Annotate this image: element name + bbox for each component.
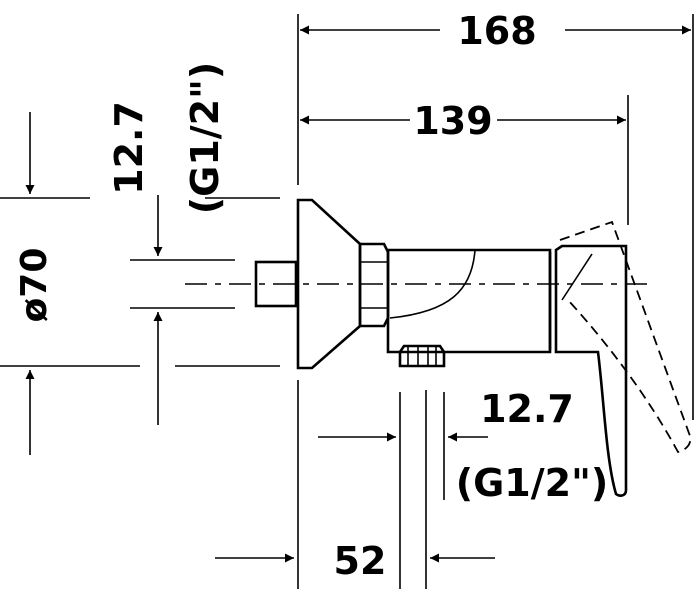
inlet-connector [254,260,298,308]
outlet-thread-dimension: 12.7 (G1/2") [318,387,608,589]
inlet-thread-spec-label: (G1/2") [183,62,227,214]
shower-mixer-side-view [254,198,692,497]
inlet-thread-size-label: 12.7 [107,101,151,195]
lever-handle [554,244,628,497]
dimension-52: 52 [215,380,495,589]
outlet-connector [398,344,446,368]
outlet-offset-label: 52 [334,539,387,583]
dimension-139: 139 [300,95,629,225]
mixer-body [386,248,552,354]
outlet-thread-spec-label: (G1/2") [456,461,608,505]
body-contour [389,249,476,319]
hex-nut [358,242,390,328]
dimension-168: 168 [297,9,694,420]
inlet-thread-dimension: 12.7 (G1/2") [107,62,235,425]
overall-width-label: 168 [457,9,536,53]
body-width-label: 139 [413,99,492,143]
outlet-thread-size-label: 12.7 [480,387,574,431]
lever-facet [561,253,593,301]
rosette-diameter-label: ø70 [14,248,55,323]
rosette-diameter-dimension: ø70 [0,112,280,455]
